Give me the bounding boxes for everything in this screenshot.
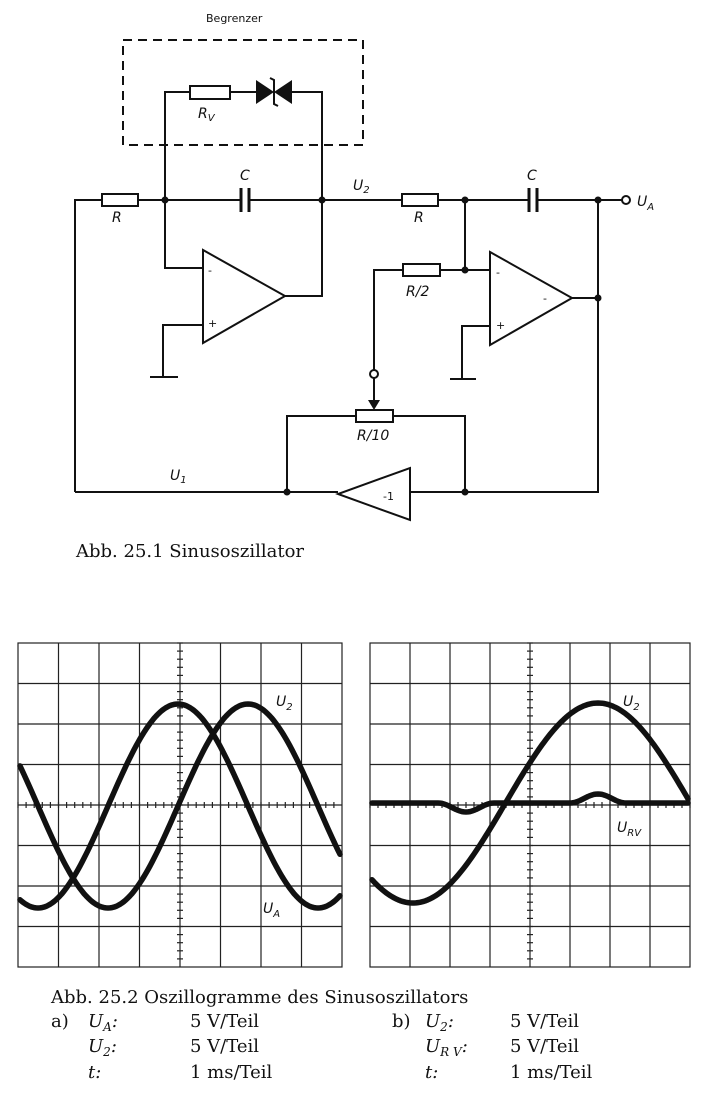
settings-a-row-value: 5 V/Teil bbox=[190, 1011, 259, 1032]
output-terminal bbox=[621, 195, 631, 205]
settings-b-row-sym: U2: bbox=[425, 1011, 454, 1034]
oscilloscope-a: U2 UA bbox=[17, 642, 343, 968]
opamp-b-plus: + bbox=[496, 319, 505, 332]
settings-a-row-value: 5 V/Teil bbox=[190, 1036, 259, 1057]
figure-2-caption: Abb. 25.2 Oszillogramme des Sinusoszilla… bbox=[50, 987, 468, 1008]
opamp-b bbox=[489, 250, 575, 347]
settings-a: a) UA: 5 V/Teil U2: 5 V/Teil t: 1 ms/Tei… bbox=[51, 1011, 273, 1083]
oscilloscope-b: U2 URV bbox=[369, 642, 691, 968]
label-r-half: R/2 bbox=[406, 284, 429, 300]
settings-a-row-sym: U2: bbox=[88, 1036, 117, 1059]
junction bbox=[283, 488, 291, 496]
scope-a-label-u2: U2 bbox=[276, 694, 293, 713]
label-c-right: C bbox=[527, 168, 537, 184]
opamp-b-minus: - bbox=[496, 266, 500, 279]
wire-opamp-a-minus bbox=[164, 200, 203, 269]
junction bbox=[461, 488, 469, 496]
wire-opamp-b-plus bbox=[461, 325, 490, 378]
label-r-mid: R bbox=[414, 210, 424, 226]
settings-b-row-sym: UR V: bbox=[425, 1036, 468, 1059]
opamp-a-minus: - bbox=[208, 264, 212, 277]
label-u1: U1 bbox=[170, 468, 187, 486]
opamp-a bbox=[202, 248, 288, 345]
label-ua: UA bbox=[637, 194, 654, 213]
settings-a-row-sym: t: bbox=[88, 1062, 101, 1083]
resistor-r-mid bbox=[401, 193, 439, 207]
resistor-rv bbox=[189, 85, 231, 100]
label-r-left: R bbox=[112, 210, 122, 226]
opamp-a-plus: + bbox=[208, 317, 217, 330]
inverter-label: -1 bbox=[383, 490, 394, 503]
zener-diode-a bbox=[256, 80, 274, 104]
wire-r-half-down bbox=[373, 269, 403, 370]
wire-right-loop bbox=[465, 200, 599, 493]
wiper-terminal bbox=[369, 369, 379, 379]
zener-diode-b bbox=[274, 80, 292, 104]
wire-limiter-left bbox=[164, 91, 190, 200]
trace-u2 bbox=[17, 701, 343, 911]
settings-b: b) U2: 5 V/Teil UR V: 5 V/Teil t: 1 ms/T… bbox=[392, 1011, 593, 1083]
settings-a-prefix: a) bbox=[51, 1011, 69, 1032]
resistor-r-left bbox=[101, 193, 139, 207]
settings-b-row-sym: t: bbox=[425, 1062, 438, 1083]
wire-opamp-a-out bbox=[285, 200, 323, 297]
wire-opamp-b-minus bbox=[464, 200, 490, 271]
limiter-label: Begrenzer bbox=[206, 12, 263, 25]
resistor-r-half bbox=[402, 263, 441, 277]
wire-limiter-right bbox=[292, 91, 323, 200]
circuit-diagram: Begrenzer RV R C U2 R C UA bbox=[74, 12, 654, 522]
wire-left-loop bbox=[74, 199, 102, 492]
label-r-tenth: R/10 bbox=[357, 428, 389, 444]
wire-pot-right bbox=[393, 415, 466, 492]
limiter-box bbox=[122, 39, 364, 146]
label-u2: U2 bbox=[353, 178, 370, 196]
settings-b-row-value: 1 ms/Teil bbox=[510, 1062, 593, 1083]
settings-b-row-value: 5 V/Teil bbox=[510, 1036, 579, 1057]
settings-b-prefix: b) bbox=[392, 1011, 411, 1032]
wire-opamp-a-plus bbox=[162, 324, 203, 376]
label-c-left: C bbox=[240, 168, 250, 184]
scope-a-grid bbox=[17, 642, 343, 968]
trace-urv bbox=[369, 791, 691, 815]
figure-1-caption: Abb. 25.1 Sinusoszillator bbox=[75, 541, 304, 562]
inverter-amp bbox=[335, 466, 411, 522]
scope-b-label-urv: URV bbox=[617, 820, 642, 839]
scope-a-label-ua: UA bbox=[263, 901, 280, 920]
trace-u2 bbox=[369, 700, 691, 906]
opamp-b-out-sign: - bbox=[543, 292, 547, 305]
label-rv: RV bbox=[198, 106, 216, 124]
zener-bar bbox=[269, 77, 279, 107]
scope-b-label-u2: U2 bbox=[623, 694, 640, 713]
wire-pot-left bbox=[286, 415, 356, 492]
wiper-arrow bbox=[368, 400, 380, 410]
settings-a-row-value: 1 ms/Teil bbox=[190, 1062, 273, 1083]
settings-a-row-sym: UA: bbox=[88, 1011, 118, 1034]
settings-b-row-value: 5 V/Teil bbox=[510, 1011, 579, 1032]
potentiometer-r-tenth bbox=[355, 409, 394, 423]
